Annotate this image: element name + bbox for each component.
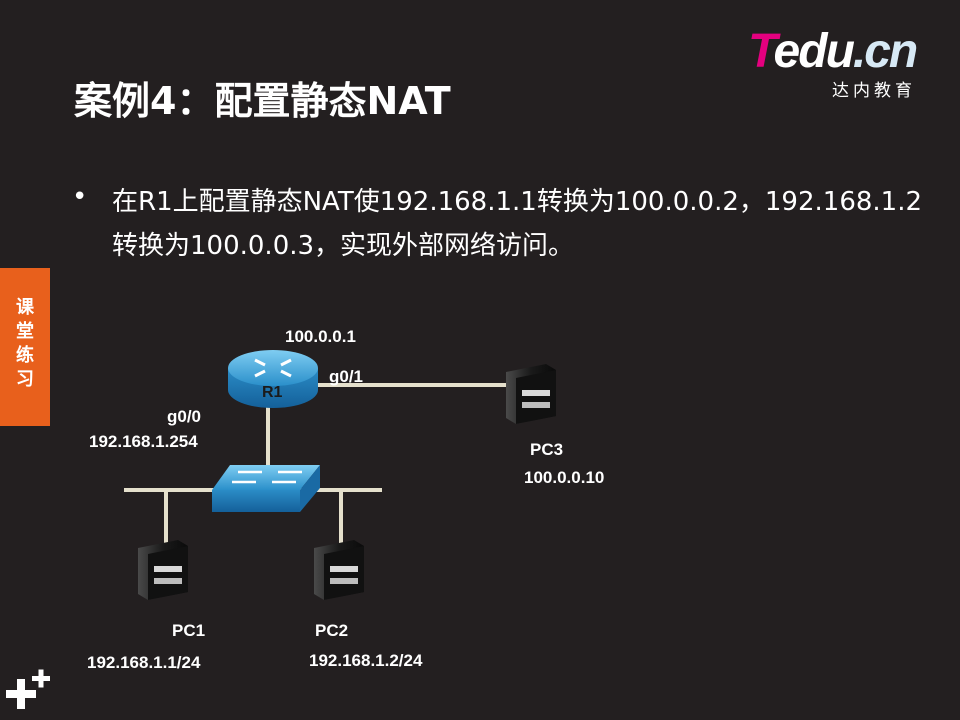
logo-wordmark: Tedu.cn [748, 25, 918, 78]
pc2-name: PC2 [315, 621, 349, 640]
slide-title: 案例4：配置静态NAT [74, 79, 451, 123]
switch-icon [212, 465, 320, 512]
router-icon [228, 350, 318, 408]
pc1-server-icon [138, 540, 188, 600]
bullet-text: 在R1上配置静态NAT使192.168.1.1转换为100.0.0.2，192.… [112, 187, 923, 261]
pc3-ip: 100.0.0.10 [524, 468, 605, 487]
bullet-list: • 在R1上配置静态NAT使192.168.1.1转换为100.0.0.2，19… [72, 180, 922, 268]
pc2-server-icon [314, 540, 364, 600]
router-outside-ip: 100.0.0.1 [285, 327, 356, 346]
pc3-name: PC3 [530, 440, 564, 459]
pc1-name: PC1 [172, 621, 206, 640]
side-tab-label: 课堂练习 [16, 297, 34, 390]
router-outside-interface: g0/1 [329, 367, 364, 386]
router-inside-interface: g0/0 [167, 407, 202, 426]
side-tab: 课堂练习 [0, 268, 50, 426]
bullet-dot-icon: • [72, 182, 88, 212]
tedu-logo: Tedu.cn 达内教育 [748, 26, 938, 102]
logo-subtitle: 达内教育 [832, 81, 916, 101]
pc3-server-icon [506, 364, 556, 424]
pc1-ip: 192.168.1.1/24 [87, 653, 201, 672]
router-name: R1 [262, 384, 283, 401]
plus-decoration-icon [6, 669, 50, 709]
gateway-ip: 192.168.1.254 [89, 432, 198, 451]
pc2-ip: 192.168.1.2/24 [309, 651, 423, 670]
